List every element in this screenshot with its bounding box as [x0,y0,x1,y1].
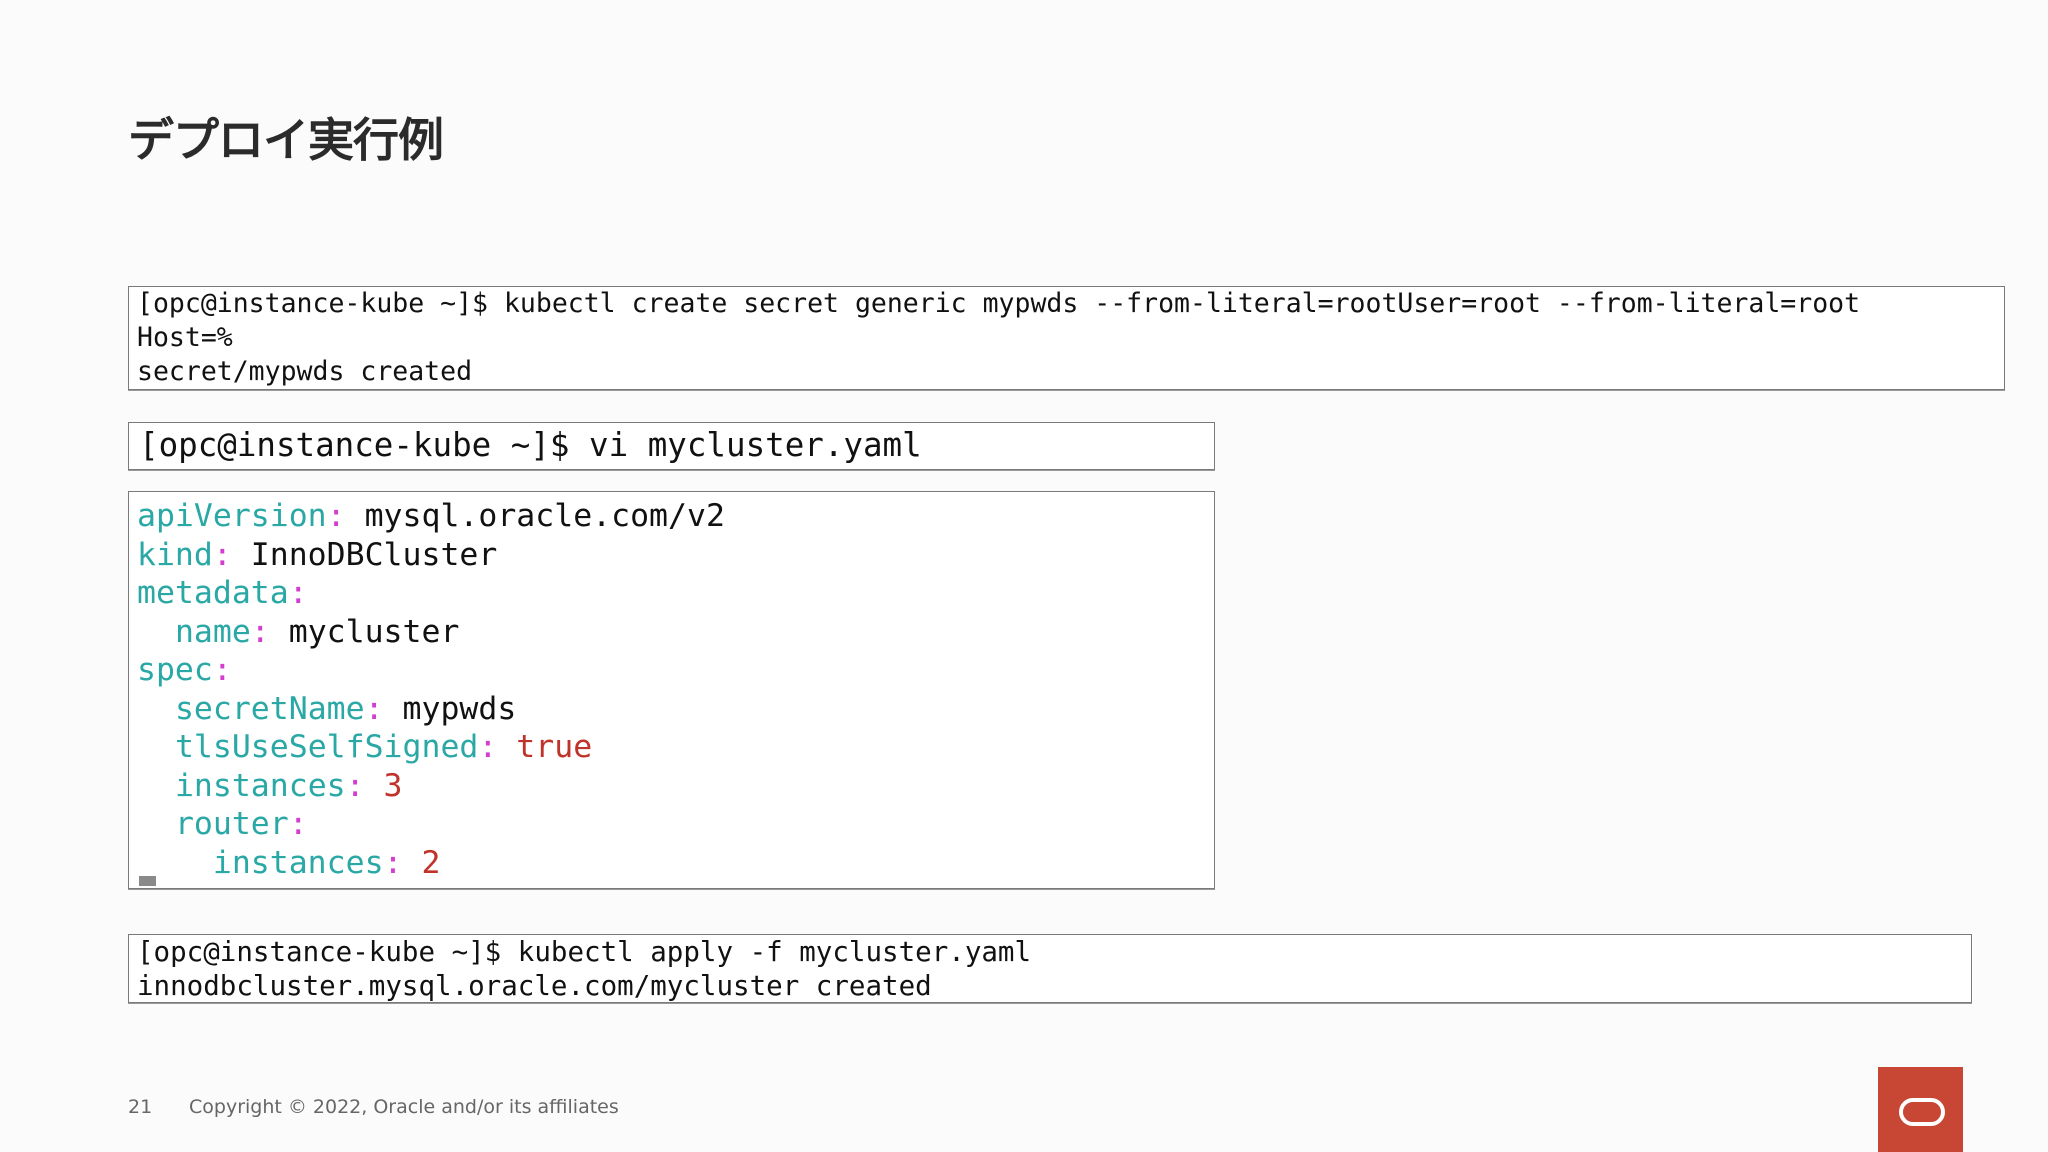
yaml-colon: : [345,767,365,804]
yaml-indent [137,729,175,765]
yaml-line: secretName: mypwds [137,690,1214,729]
terminal-line: [opc@instance-kube ~]$ vi mycluster.yaml [139,426,922,464]
yaml-line: instances: 3 [137,767,1214,806]
yaml-line: apiVersion: mysql.oracle.com/v2 [137,497,1214,536]
cursor [139,876,156,886]
yaml-key: instances [174,767,346,804]
yaml-key: tlsUseSelfSigned [174,729,479,765]
yaml-value: mypwds [383,690,517,727]
yaml-line: instances: 2 [137,844,1214,883]
slide-title: デプロイ実行例 [128,113,444,167]
yaml-value: 3 [364,767,403,804]
terminal-line: [opc@instance-kube ~]$ kubectl apply -f … [137,936,1032,968]
yaml-key: instances [212,844,384,881]
terminal-line: secret/mypwds created [137,356,473,387]
yaml-colon: : [478,729,498,765]
yaml-colon: : [288,575,308,611]
terminal-create-secret: [opc@instance-kube ~]$ kubectl create se… [128,286,2005,390]
yaml-value: mysql.oracle.com/v2 [345,498,725,534]
page-number: 21 [128,1096,153,1118]
yaml-indent [137,768,175,804]
yaml-indent [137,614,175,650]
yaml-colon: : [383,844,403,881]
yaml-key: apiVersion [137,498,327,534]
yaml-key: router [174,806,289,842]
yaml-key: name [174,613,251,650]
yaml-colon: : [364,690,384,727]
copyright: Copyright © 2022, Oracle and/or its affi… [189,1096,619,1118]
yaml-line: router: [137,805,1214,844]
yaml-line: metadata: [137,574,1214,613]
terminal-line: innodbcluster.mysql.oracle.com/mycluster… [137,970,932,1002]
yaml-colon: : [326,498,346,534]
terminal-line: Host=% [137,322,233,353]
yaml-value: mycluster [269,613,460,650]
yaml-indent [137,806,175,842]
yaml-line: tlsUseSelfSigned: true [137,728,1214,767]
terminal-vi: [opc@instance-kube ~]$ vi mycluster.yaml [128,422,1215,470]
oracle-o-icon [1899,1098,1945,1126]
yaml-line: kind: InnoDBCluster [137,536,1214,575]
yaml-value: InnoDBCluster [231,536,498,573]
yaml-colon: : [288,806,308,842]
yaml-key: metadata [137,575,289,611]
yaml-line: name: mycluster [137,613,1214,652]
yaml-colon: : [212,536,232,573]
yaml-line: spec: [137,651,1214,690]
yaml-indent [137,691,175,727]
yaml-value: true [497,729,593,765]
yaml-colon: : [212,652,232,688]
yaml-key: kind [137,536,213,573]
yaml-colon: : [250,613,270,650]
yaml-key: spec [137,652,213,688]
yaml-key: secretName [174,690,365,727]
terminal-apply: [opc@instance-kube ~]$ kubectl apply -f … [128,934,1972,1003]
yaml-value: 2 [402,844,441,881]
terminal-line: [opc@instance-kube ~]$ kubectl create se… [137,288,1861,319]
oracle-logo [1878,1067,1963,1152]
